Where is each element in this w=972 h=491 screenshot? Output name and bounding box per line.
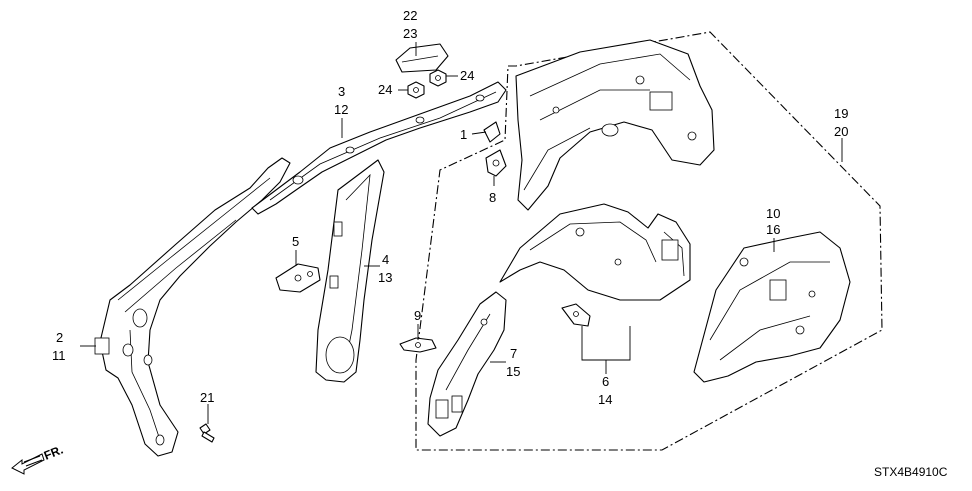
callout-2: 2 bbox=[56, 330, 63, 345]
callout-21: 21 bbox=[200, 390, 214, 405]
part-rear-inner-lower[interactable] bbox=[693, 231, 851, 383]
part-inner-panel-7[interactable] bbox=[427, 291, 507, 437]
callout-16: 16 bbox=[766, 222, 780, 237]
part-clip-1[interactable] bbox=[483, 121, 501, 143]
callout-10: 10 bbox=[766, 206, 780, 221]
callout-3: 3 bbox=[338, 84, 345, 99]
callout-24-right: 24 bbox=[460, 68, 474, 83]
callout-8: 8 bbox=[489, 190, 496, 205]
part-bracket-6[interactable] bbox=[561, 303, 591, 327]
callout-20: 20 bbox=[834, 124, 848, 139]
callout-14: 14 bbox=[598, 392, 612, 407]
callout-9: 9 bbox=[414, 308, 421, 323]
part-rear-inner-upper[interactable] bbox=[515, 39, 715, 211]
callout-15: 15 bbox=[506, 364, 520, 379]
callout-24-left: 24 bbox=[378, 82, 392, 97]
leader-lines bbox=[80, 42, 843, 424]
callout-22: 22 bbox=[403, 8, 417, 23]
front-marker-label: FR. bbox=[42, 443, 65, 463]
callout-1: 1 bbox=[460, 127, 467, 142]
callout-12: 12 bbox=[334, 102, 348, 117]
part-clip-9[interactable] bbox=[399, 337, 437, 353]
diagram-code: STX4B4910C bbox=[874, 465, 948, 479]
part-bracket-8[interactable] bbox=[485, 149, 507, 177]
callout-7: 7 bbox=[510, 346, 517, 361]
callout-6: 6 bbox=[602, 374, 609, 389]
part-nut-24a[interactable] bbox=[407, 81, 425, 99]
front-direction-arrow-icon bbox=[11, 453, 45, 475]
part-a-pillar[interactable] bbox=[94, 157, 291, 457]
callout-5: 5 bbox=[292, 234, 299, 249]
part-b-pillar[interactable] bbox=[315, 159, 385, 383]
part-wheel-arch[interactable] bbox=[499, 203, 691, 301]
callout-19: 19 bbox=[834, 106, 848, 121]
callout-23: 23 bbox=[403, 26, 417, 41]
part-bolt-21[interactable] bbox=[199, 423, 215, 443]
callout-11: 11 bbox=[52, 348, 66, 363]
callout-4: 4 bbox=[382, 252, 389, 267]
part-bracket-5[interactable] bbox=[275, 263, 321, 293]
part-nut-24b[interactable] bbox=[429, 69, 447, 87]
callout-13: 13 bbox=[378, 270, 392, 285]
part-roof-rail[interactable] bbox=[251, 81, 507, 215]
part-cap-22[interactable] bbox=[395, 43, 449, 73]
